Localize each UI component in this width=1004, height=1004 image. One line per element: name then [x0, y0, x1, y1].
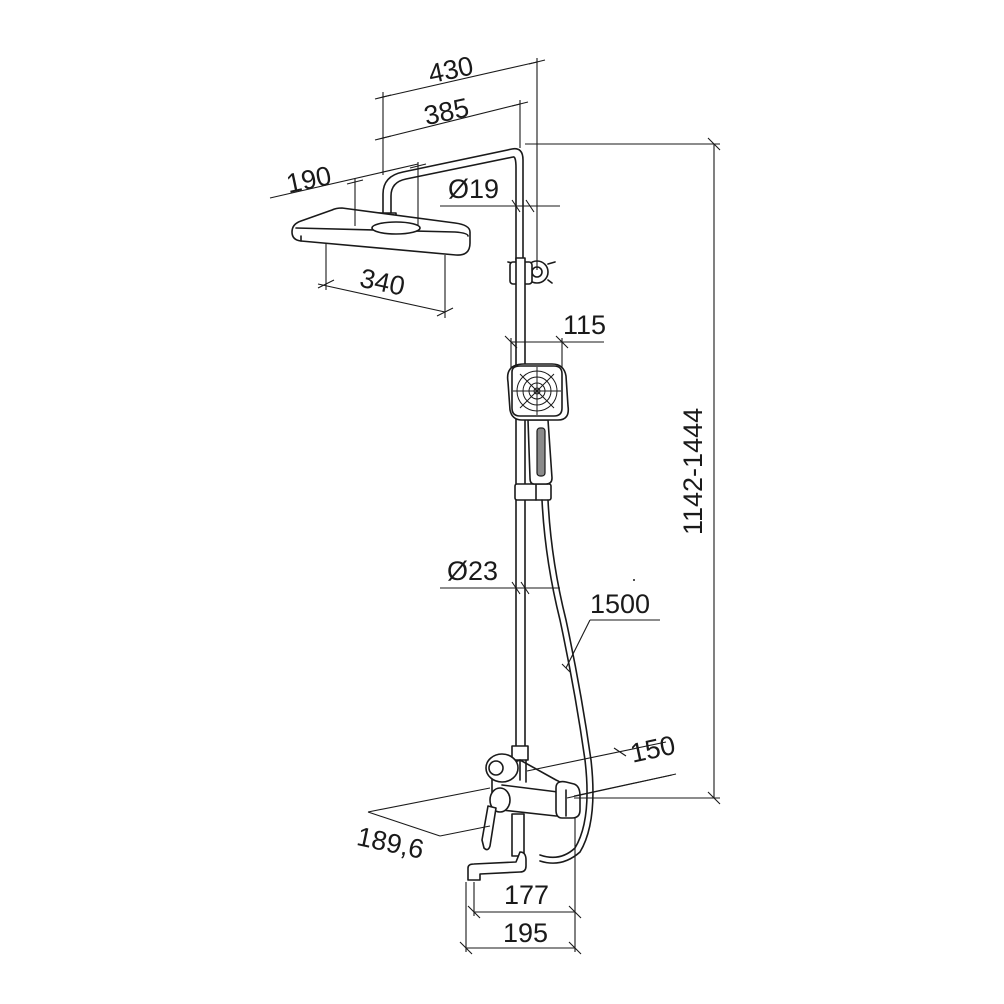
riser-coupling — [511, 745, 529, 761]
dimension-lines: 430 385 190 Ø19 1142- — [269, 51, 721, 955]
dim-label-150: 150 — [628, 730, 678, 769]
dim-top-pipe-diameter: Ø19 — [440, 174, 560, 213]
dim-arm-reach: 385 — [374, 92, 529, 148]
shower-hose-inner — [539, 499, 594, 864]
handle-button — [536, 427, 546, 477]
dim-label-430: 430 — [426, 51, 476, 90]
rain-shower-head — [291, 207, 471, 256]
dim-label-190: 190 — [284, 160, 334, 199]
dim-hand-shower-width: 115 — [504, 310, 606, 368]
dim-label-height: 1142-1444 — [678, 408, 708, 535]
dim-label-340: 340 — [357, 263, 407, 302]
dim-label-115: 115 — [563, 310, 606, 340]
dim-label-d23: Ø23 — [447, 556, 498, 586]
wall-bracket — [507, 260, 556, 285]
dim-label-385: 385 — [421, 92, 471, 131]
mixer-lever — [481, 805, 497, 851]
shower-hose — [539, 499, 588, 859]
bath-spout — [467, 851, 527, 881]
dim-head-width: 340 — [317, 244, 454, 318]
shower-system — [291, 147, 594, 881]
riser-bar — [515, 257, 526, 749]
spout-pipe — [511, 813, 525, 857]
spray-pattern — [513, 367, 561, 415]
stray-dot — [633, 579, 635, 581]
dim-bar-diameter: Ø23 — [440, 556, 560, 595]
dim-label-195: 195 — [503, 918, 548, 948]
dim-hose-length: 1500 — [561, 579, 660, 673]
slider-bracket — [514, 483, 552, 501]
dim-label-d19: Ø19 — [448, 174, 499, 204]
overhead-arm — [382, 147, 524, 261]
mixer-wall-plate — [555, 780, 581, 819]
dim-spout-overall: 195 — [459, 882, 582, 955]
dim-label-1500: 1500 — [590, 589, 650, 619]
dim-spout-reach: 177 — [467, 818, 582, 919]
hand-shower-head — [506, 363, 570, 421]
dim-mixer-width: 189,6 — [354, 787, 491, 865]
mixer — [481, 745, 581, 857]
dim-label-177: 177 — [504, 880, 549, 910]
diverter-knob — [489, 787, 511, 813]
dim-height-range: 1142-1444 — [525, 137, 721, 805]
